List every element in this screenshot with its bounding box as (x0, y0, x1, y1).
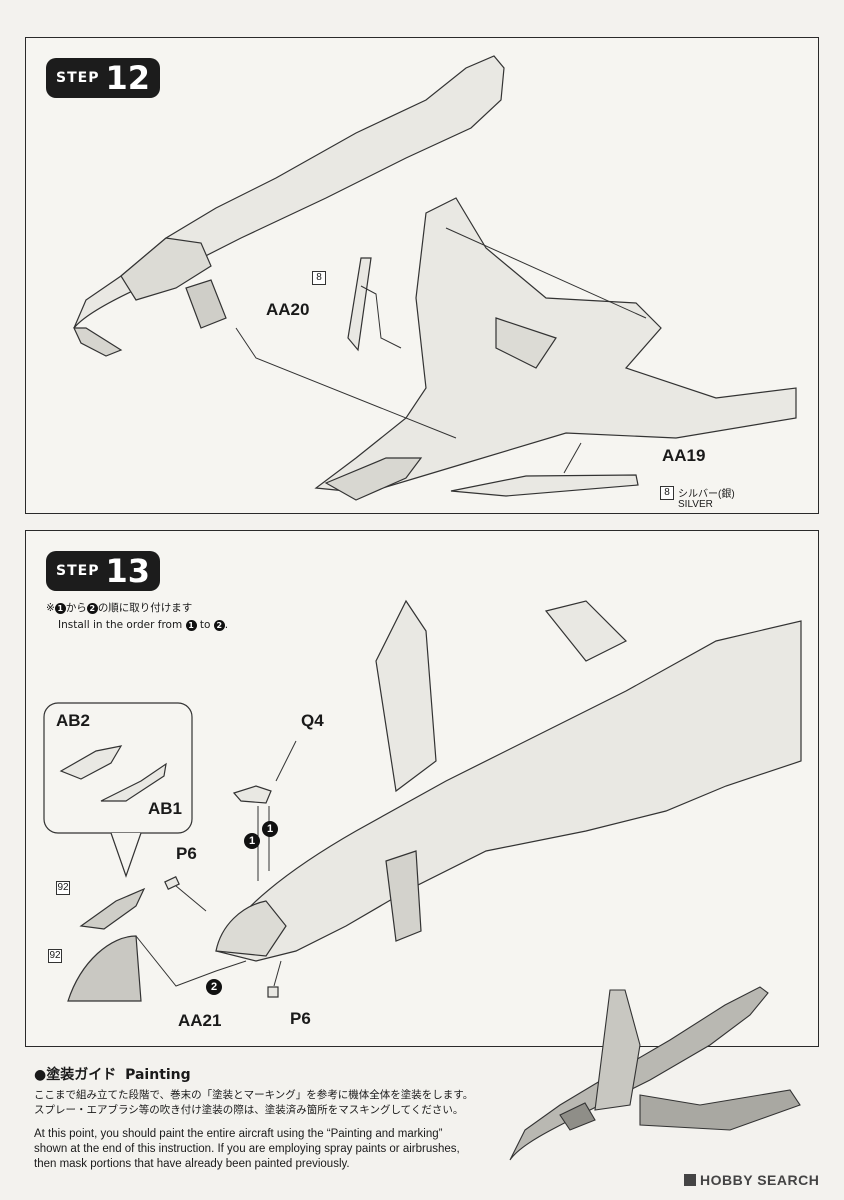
part-aa19 (450, 474, 639, 497)
painted-aircraft-illustration (509, 986, 801, 1161)
paint-en-silver: SILVER (678, 499, 713, 510)
wing-drawing (314, 197, 797, 494)
install-marker-2: 2 (206, 979, 222, 995)
part-box-92-bottom: 92 (48, 949, 62, 963)
painting-title: ●塗装ガイド Painting (34, 1067, 191, 1083)
step-12-panel: STEP 12 8 AA20 AA19 8 シルバー(銀) SILV (25, 37, 819, 514)
hobby-search-watermark: HOBBY SEARCH (684, 1172, 819, 1188)
step-12-badge: STEP 12 (46, 58, 160, 98)
part-p6-top (164, 876, 180, 890)
step-number: 12 (105, 59, 150, 97)
order-note-en: Install in the order from 1 to 2. (58, 619, 229, 631)
painting-en-line2: shown at the end of this instruction. If… (34, 1143, 460, 1155)
label-aa19: AA19 (662, 446, 706, 465)
install-marker-1b: 1 (262, 821, 278, 837)
step-12-diagram (73, 55, 797, 501)
step-word: STEP (56, 563, 100, 579)
part-box-92-top: 92 (56, 881, 70, 895)
painting-en-line1: At this point, you should paint the enti… (34, 1128, 443, 1140)
part-aa20 (347, 257, 372, 352)
paint-jp-silver: シルバー(銀) (678, 489, 735, 500)
install-marker-1a: 1 (244, 833, 260, 849)
label-aa21: AA21 (178, 1011, 222, 1030)
label-p6-bottom: P6 (290, 1009, 311, 1028)
label-ab2: AB2 (56, 711, 91, 730)
step-word: STEP (56, 70, 100, 86)
part-92-small (79, 887, 146, 930)
part-box-8-aa20: 8 (312, 271, 326, 285)
part-p6-bottom (267, 986, 279, 998)
watermark-logo-icon (684, 1174, 696, 1186)
marker-2-icon: 2 (86, 602, 98, 614)
painting-jp-line2: スプレー・エアブラシ等の吹き付け塗装の際は、塗装済み箇所をマスキングしてください… (34, 1104, 464, 1116)
aircraft-underside-drawing (215, 620, 802, 962)
marker-1-icon: 1 (54, 602, 66, 614)
painting-jp-line1: ここまで組み立てた段階で、巻末の「塗装とマーキング」を参考に機体全体を塗装をしま… (34, 1089, 474, 1101)
step-13-diagram (43, 599, 802, 1002)
label-aa20: AA20 (266, 300, 310, 319)
marker-1-icon: 1 (185, 619, 197, 631)
marker-2-icon: 2 (213, 619, 225, 631)
part-aa21-canopy (67, 935, 142, 1002)
label-q4: Q4 (301, 711, 324, 730)
painting-en-line3: then mask portions that have already bee… (34, 1158, 350, 1170)
step-number: 13 (105, 552, 150, 590)
step-13-badge: STEP 13 (46, 551, 160, 591)
part-q4 (232, 785, 272, 804)
label-ab1: AB1 (148, 799, 183, 818)
part-box-8-aa19: 8 (660, 486, 674, 500)
label-p6-top: P6 (176, 844, 197, 863)
